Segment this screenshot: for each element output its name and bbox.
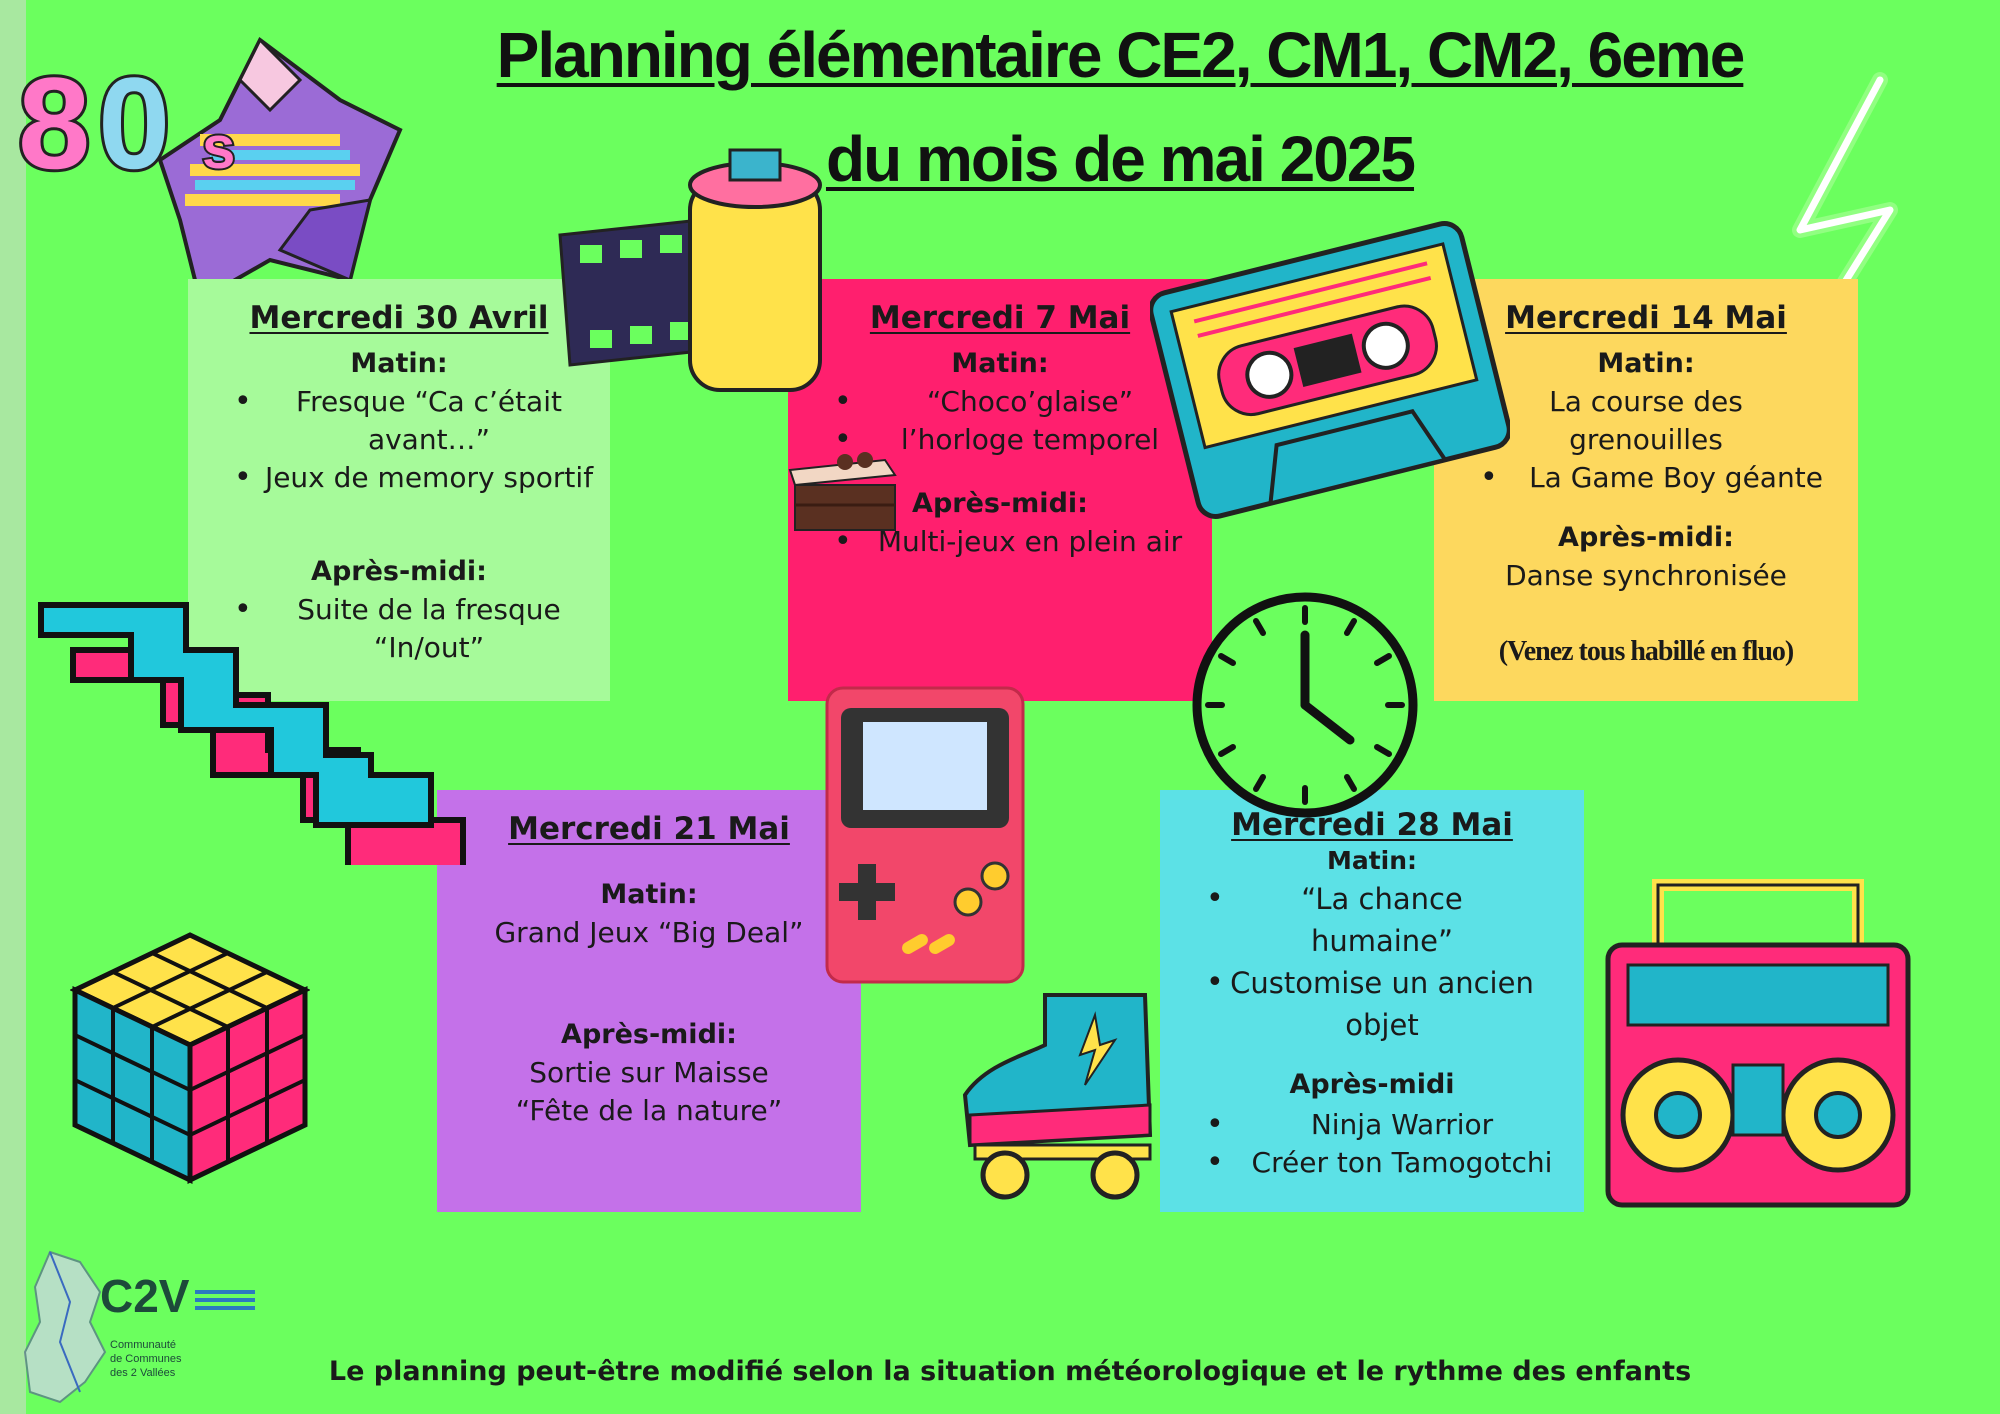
star-icon xyxy=(157,36,403,304)
day-title: Mercredi 7 Mai xyxy=(869,300,1131,336)
morning-label: Matin: xyxy=(1597,348,1695,379)
list-item: La Game Boy géante xyxy=(1434,459,1858,497)
svg-text:8: 8 xyxy=(18,50,90,190)
left-edge-strip xyxy=(0,0,26,1414)
list-item: l’horloge temporel xyxy=(788,421,1212,459)
day-panel-14-mai: Mercredi 14 Mai Matin: La course des gre… xyxy=(1434,279,1858,701)
boombox-icon xyxy=(1605,879,1911,1208)
logo-line2: de Communes xyxy=(110,1353,182,1365)
day-title: Mercredi 21 Mai xyxy=(508,811,790,847)
afternoon-label: Après-midi: xyxy=(912,488,1088,519)
roller-skate-icon xyxy=(962,993,1153,1200)
afternoon-label: Après-midi: xyxy=(1558,522,1734,553)
activity-text: La course des grenouilles xyxy=(1549,385,1743,456)
list-item: Multi-jeux en plein air xyxy=(788,523,1212,561)
activity-text: Grand Jeux “Big Deal” xyxy=(494,916,804,949)
list-item: Créer ton Tamogotchi xyxy=(1160,1144,1584,1182)
day-title: Mercredi 30 Avril xyxy=(249,300,549,336)
list-item: Customise un ancien objet xyxy=(1160,962,1584,1046)
list-item: Fresque “Ca c’était avant…” xyxy=(188,383,610,459)
cake-icon xyxy=(788,452,897,531)
dress-code-note: (Venez tous habillé en fluo) xyxy=(1498,636,1795,667)
day-panel-21-mai: Mercredi 21 Mai Matin: Grand Jeux “Big D… xyxy=(437,790,861,1212)
list-item: Suite de la fresque “In/out” xyxy=(188,591,610,667)
afternoon-label: Après-midi: xyxy=(561,1019,737,1050)
rubiks-cube-icon xyxy=(70,932,310,1184)
morning-label: Matin: xyxy=(600,879,698,910)
page-title-line1: Planning élémentaire CE2, CM1, CM2, 6eme xyxy=(496,19,1746,91)
activity-text: “Fête de la nature” xyxy=(515,1094,783,1127)
morning-label: Matin: xyxy=(1326,846,1418,875)
svg-text:0: 0 xyxy=(98,50,170,190)
logo-mark: C2V xyxy=(100,1270,190,1322)
list-item: Ninja Warrior xyxy=(1160,1106,1584,1144)
afternoon-label: Après-midi xyxy=(1289,1069,1455,1100)
game-boy-icon xyxy=(825,686,1025,984)
film-roll-icon xyxy=(558,148,822,392)
activity-text: Danse synchronisée xyxy=(1505,559,1787,592)
activity-text: Sortie sur Maisse xyxy=(529,1056,769,1089)
list-item: “La chance humaine” xyxy=(1160,878,1584,962)
logo-line1: Communauté xyxy=(110,1339,176,1351)
day-panel-28-mai: Mercredi 28 Mai Matin: “La chance humain… xyxy=(1160,790,1584,1212)
c2v-logo: C2V Communauté de Communes des 2 Vallées xyxy=(23,1250,255,1404)
svg-text:s: s xyxy=(202,114,235,181)
list-item: Jeux de memory sportif xyxy=(188,459,610,497)
list-item: “Choco’glaise” xyxy=(788,383,1212,421)
page-title-line2: du mois de mai 2025 xyxy=(825,123,1416,195)
footer-note: Le planning peut-être modifié selon la s… xyxy=(328,1356,1692,1387)
clock-icon xyxy=(1192,592,1418,818)
morning-label: Matin: xyxy=(350,348,448,379)
logo-line3: des 2 Vallées xyxy=(110,1367,176,1379)
day-title: Mercredi 14 Mai xyxy=(1505,300,1787,336)
day-panel-30-avril: Mercredi 30 Avril Matin: Fresque “Ca c’é… xyxy=(188,279,610,701)
cassette-tape-icon xyxy=(1150,221,1510,519)
morning-label: Matin: xyxy=(951,348,1049,379)
zigzag-icon xyxy=(38,602,466,865)
afternoon-label: Après-midi: xyxy=(311,556,487,587)
eighties-badge: 8 0 s xyxy=(12,47,272,199)
